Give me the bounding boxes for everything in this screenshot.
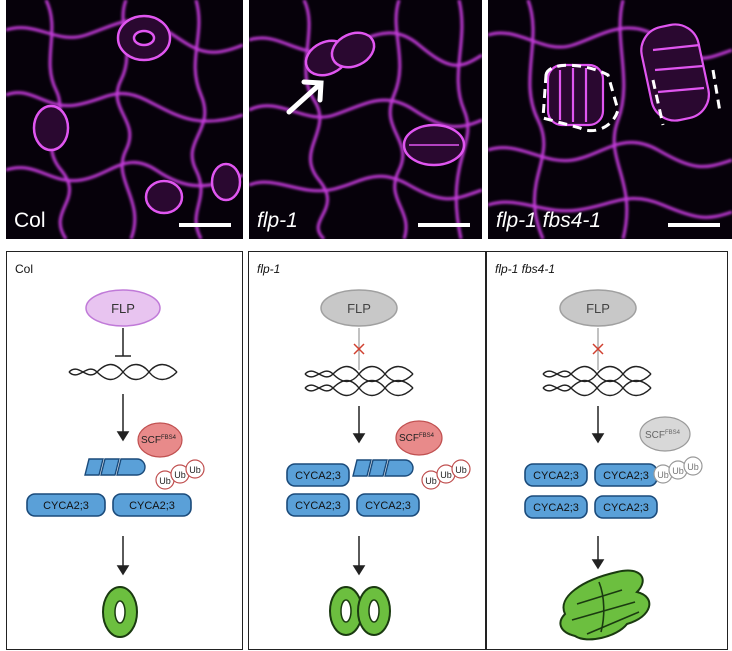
ub-label: Ub (455, 465, 467, 475)
flp-protein (559, 289, 637, 327)
micrograph-flp1-fbs41: flp-1 fbs4-1 (488, 0, 732, 239)
cyca-degraded (352, 459, 414, 477)
scale-bar (668, 223, 720, 227)
arrow-icon (286, 79, 324, 115)
down-arrow (116, 394, 130, 442)
ubiquitin-chain-unbound (653, 456, 703, 484)
micrograph-label: Col (14, 209, 46, 232)
cyca-protein: CYCA2;3 (594, 495, 658, 519)
paired-stomata (329, 586, 391, 636)
svg-text:CYCA2;3: CYCA2;3 (129, 500, 175, 512)
micrograph-label: flp-1 fbs4-1 (496, 209, 602, 232)
ub-label: Ub (687, 462, 699, 472)
ub-label: Ub (189, 465, 201, 475)
flp-label: FLP (347, 301, 371, 316)
col-pathway: FLP SCFFBS4 Ub Ub Ub CYCA2;3 (26, 289, 205, 638)
scf-label: SCFFBS4 (399, 433, 435, 444)
svg-text:CYCA2;3: CYCA2;3 (533, 502, 579, 514)
flp-label: FLP (586, 301, 610, 316)
ubiquitin-chain (421, 459, 471, 490)
blocked-inhibition (353, 328, 365, 370)
panel-col: Col FLP SCFFBS4 Ub Ub Ub CYCA (6, 251, 243, 650)
cyca-protein: CYCA2;3 (286, 463, 350, 487)
down-arrow (591, 536, 605, 570)
blocked-inhibition (592, 328, 604, 370)
flp1-fbs41-cell-image (488, 0, 732, 239)
dna-helix (542, 365, 652, 397)
micrograph-flp1: flp-1 (249, 0, 482, 239)
flp1-cell-image (249, 0, 482, 239)
cyca-protein: CYCA2;3 (594, 463, 658, 487)
panel-flp1: flp-1 FLP SCFFBS4 CYCA2;3 (248, 251, 486, 650)
ub-label: Ub (657, 470, 669, 480)
micrograph-label: flp-1 (257, 209, 298, 232)
cyca-protein: CYCA2;3 (524, 463, 588, 487)
flp1-pathway: FLP SCFFBS4 CYCA2;3 Ub (286, 289, 471, 636)
flp-label: FLP (111, 301, 135, 316)
dna-helix (68, 363, 178, 381)
scf-label: SCFFBS4 (141, 435, 177, 446)
scf-fbs4-complex (137, 422, 183, 458)
dashed-outline (541, 63, 722, 133)
col-cell-image (6, 0, 243, 239)
ub-label: Ub (440, 470, 452, 480)
cyca-protein: CYCA2;3 (356, 493, 420, 517)
cyca-degraded (84, 458, 146, 476)
clustered-stomata (559, 569, 651, 641)
dna-helix (304, 365, 414, 397)
panel-label: Col (15, 262, 34, 276)
cyca-protein: CYCA2;3 (112, 493, 192, 517)
scale-bar (418, 223, 470, 227)
panel-label: flp-1 fbs4-1 (495, 262, 556, 276)
svg-text:CYCA2;3: CYCA2;3 (603, 502, 649, 514)
panel-flp1-fbs41: flp-1 fbs4-1 FLP SCFFBS4 CYCA2;3 CYCA2;3 (486, 251, 728, 650)
flp1-fbs41-pathway: FLP SCFFBS4 CYCA2;3 CYCA2;3 Ub (524, 289, 703, 641)
ub-label: Ub (174, 470, 186, 480)
ubiquitin-chain (155, 459, 205, 490)
svg-text:CYCA2;3: CYCA2;3 (365, 500, 411, 512)
down-arrow (116, 536, 130, 576)
scf-fbs4-complex (395, 420, 443, 456)
svg-text:CYCA2;3: CYCA2;3 (533, 470, 579, 482)
cyca-protein: CYCA2;3 (26, 493, 106, 517)
svg-text:CYCA2;3: CYCA2;3 (43, 500, 89, 512)
scale-bar (179, 223, 231, 227)
flp-protein (320, 289, 398, 327)
inhibition-arrow (115, 328, 131, 357)
micrograph-col: Col (6, 0, 243, 239)
cyca-protein: CYCA2;3 (524, 495, 588, 519)
panel-label: flp-1 (257, 262, 281, 276)
flp-protein (85, 289, 161, 327)
svg-text:CYCA2;3: CYCA2;3 (295, 470, 341, 482)
scf-fbs4-complex-inactive (639, 416, 691, 452)
ub-label: Ub (672, 466, 684, 476)
ub-label: Ub (425, 476, 437, 486)
down-arrow (352, 406, 366, 444)
down-arrow (591, 406, 605, 444)
svg-text:CYCA2;3: CYCA2;3 (603, 470, 649, 482)
scf-label: SCFFBS4 (645, 430, 681, 441)
cyca-protein: CYCA2;3 (286, 493, 350, 517)
ub-label: Ub (159, 476, 171, 486)
normal-stomata (102, 586, 138, 638)
svg-text:CYCA2;3: CYCA2;3 (295, 500, 341, 512)
down-arrow (352, 536, 366, 576)
